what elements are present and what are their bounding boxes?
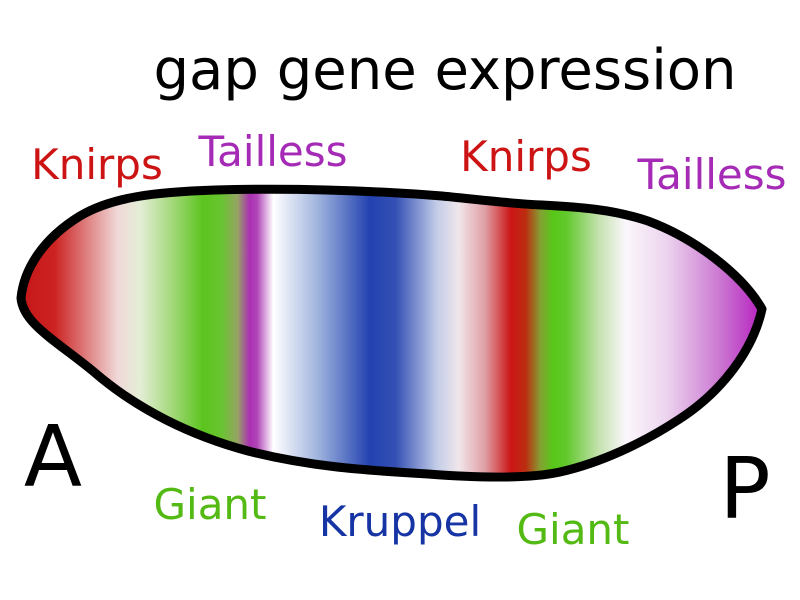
posterior-pole-label: P <box>719 440 771 539</box>
gene-label-kruppel: Kruppel <box>318 497 482 546</box>
gene-label-giant-posterior: Giant <box>516 505 630 554</box>
gene-label-knirps-anterior: Knirps <box>31 140 163 189</box>
gene-label-knirps-posterior: Knirps <box>460 132 592 181</box>
gene-label-giant-anterior: Giant <box>153 480 267 529</box>
embryo-outline <box>16 184 767 482</box>
anterior-pole-label: A <box>23 408 83 507</box>
gene-label-tailless-anterior: Tailless <box>198 127 348 176</box>
gene-label-tailless-posterior: Tailless <box>637 150 787 199</box>
diagram-title: gap gene expression <box>153 38 737 103</box>
